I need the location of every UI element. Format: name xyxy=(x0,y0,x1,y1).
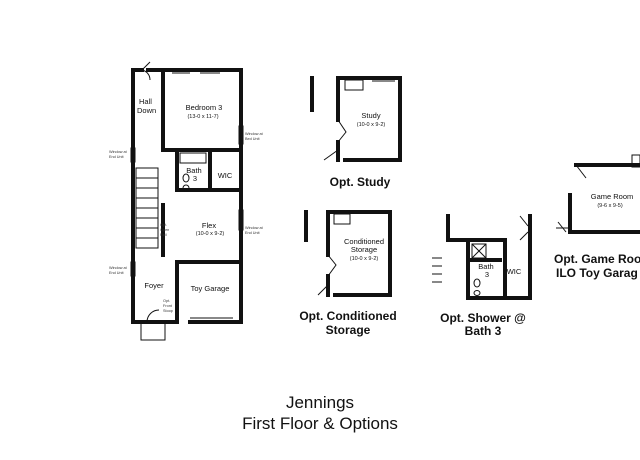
opt-game-caption-line1: Opt. Game Roo xyxy=(554,252,640,266)
window-note-4a: Window at xyxy=(109,266,128,270)
bedroom-3-dimensions: (13-0 x 11-7) xyxy=(187,114,218,120)
down-label: Down xyxy=(137,106,156,115)
front-door-swing xyxy=(146,309,160,323)
opt-study-caption: Opt. Study xyxy=(330,175,391,189)
opt-game-room-plan: Game Room (9-6 x 9-5) Opt. Game Roo ILO … xyxy=(554,154,640,280)
shower-bath-number: 3 xyxy=(485,270,489,279)
opt-shower-caption-line2: Bath 3 xyxy=(465,324,502,338)
opt-conditioned-storage-plan: Conditioned Storage (10-0 x 9-2) Opt. Co… xyxy=(299,210,397,337)
window-left-2 xyxy=(130,261,136,277)
toy-garage-label: Toy Garage xyxy=(191,284,230,293)
shower-bath-label: Bath xyxy=(478,262,493,271)
stoop-note-b: Front xyxy=(163,304,173,308)
storage-label-line1: Conditioned xyxy=(344,237,384,246)
bedroom-3-label: Bedroom 3 xyxy=(186,103,223,112)
plan-title: Jennings First Floor & Options xyxy=(0,392,640,434)
game-room-label: Game Room xyxy=(591,192,634,201)
storage-dimensions: (10-0 x 9-2) xyxy=(350,256,379,262)
bath-3-label: Bath xyxy=(186,166,201,175)
window-note-2b: End Unit xyxy=(245,231,261,235)
stoop-note-a: Opt. xyxy=(163,299,170,303)
stair-note-b: Open xyxy=(160,228,169,232)
window-note-3a: Window at xyxy=(109,150,128,154)
study-door-swing xyxy=(323,149,339,161)
plan-title-line2: First Floor & Options xyxy=(242,414,398,433)
bath-sink xyxy=(182,184,190,192)
hall-door-swing xyxy=(141,61,151,81)
flex-dimensions: (10-0 x 9-2) xyxy=(196,231,225,237)
opt-storage-caption-line2: Storage xyxy=(326,323,371,337)
opt-shower-caption-line1: Opt. Shower @ xyxy=(440,311,526,325)
wic-label: WIC xyxy=(218,171,233,180)
storage-label-line2: Storage xyxy=(351,245,377,254)
game-room-dimensions: (9-6 x 9-5) xyxy=(597,203,623,209)
flex-label: Flex xyxy=(202,221,216,230)
bath-toilet xyxy=(182,173,190,183)
window-note-1b: Bed Unit xyxy=(245,137,261,141)
stair-note-c: Rail xyxy=(160,233,167,237)
opt-shower-plan: Bath 3 WIC Opt. Shower @ Bath 3 xyxy=(432,214,532,338)
shower-wic-label: WIC xyxy=(507,267,522,276)
stairs xyxy=(135,167,159,249)
foyer-label: Foyer xyxy=(144,281,164,290)
stoop-note-c: Stoop xyxy=(163,309,173,313)
opt-game-caption-line2: ILO Toy Garag xyxy=(556,266,638,280)
stair-note-a: Opt. xyxy=(160,223,167,227)
main-floor-plan: Hall Down Bedroom 3 (13-0 x 11-7) Bath 3… xyxy=(109,61,264,341)
shower-stairs-stub xyxy=(432,257,442,283)
window-note-4b: End Unit xyxy=(109,271,125,275)
window-note-3b: End Unit xyxy=(109,155,125,159)
study-label: Study xyxy=(361,111,380,120)
window-note-1a: Window at xyxy=(245,132,264,136)
opt-storage-caption-line1: Opt. Conditioned xyxy=(299,309,396,323)
window-note-2a: Window at xyxy=(245,226,264,230)
bath-3-number: 3 xyxy=(193,174,197,183)
window-right-2 xyxy=(238,209,244,231)
bath-tub xyxy=(179,152,207,164)
plan-title-line1: Jennings xyxy=(285,393,355,412)
hall-label: Hall xyxy=(139,97,152,106)
opt-study-plan: Study (10-0 x 9-2) Opt. Study xyxy=(310,76,402,189)
study-dimensions: (10-0 x 9-2) xyxy=(357,122,386,128)
window-right-1 xyxy=(238,125,244,145)
front-stoop xyxy=(140,321,166,341)
shower-stall xyxy=(471,243,487,259)
window-left-1 xyxy=(130,147,136,163)
